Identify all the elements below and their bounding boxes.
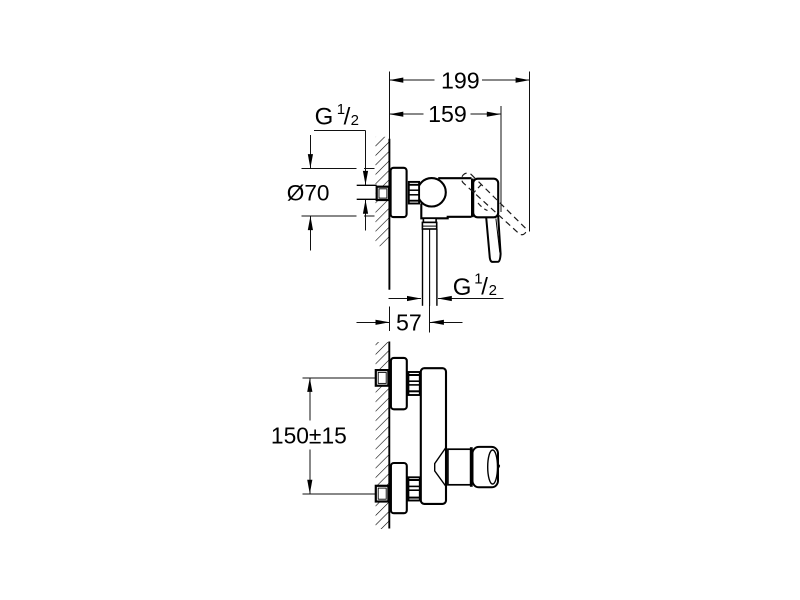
svg-text:1: 1 — [474, 271, 482, 288]
svg-text:G: G — [315, 104, 334, 131]
svg-text:G: G — [453, 274, 472, 301]
svg-text:159: 159 — [428, 101, 467, 127]
svg-text:1: 1 — [337, 101, 345, 118]
svg-text:Ø70: Ø70 — [287, 181, 330, 206]
svg-text:199: 199 — [441, 68, 480, 94]
svg-text:/: / — [481, 274, 488, 301]
svg-text:57: 57 — [396, 309, 422, 335]
svg-text:150±15: 150±15 — [271, 423, 347, 449]
svg-text:/: / — [344, 104, 351, 131]
svg-text:2: 2 — [351, 112, 359, 129]
svg-text:2: 2 — [489, 282, 497, 299]
